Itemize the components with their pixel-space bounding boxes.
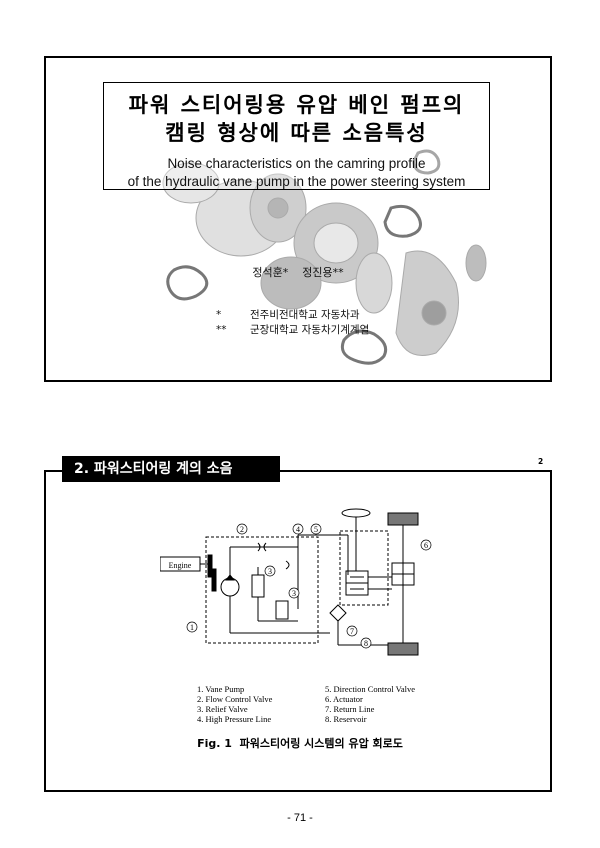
legend-item: 6. Actuator <box>325 694 363 704</box>
legend-item: 2. Flow Control Valve <box>197 694 273 704</box>
korean-title-line-2: 캠링 형상에 따른 소음특성 <box>165 121 428 145</box>
svg-text:6: 6 <box>424 541 428 550</box>
legend-left: 1. Vane Pump 2. Flow Control Valve 3. Re… <box>197 684 272 724</box>
callout-3a: 3 <box>264 565 276 577</box>
svg-text:3: 3 <box>268 567 272 576</box>
callout-6: 6 <box>420 539 432 551</box>
legend-item: 1. Vane Pump <box>197 684 245 694</box>
affiliation-name: 전주비전대학교 자동차과 <box>250 309 360 321</box>
figure-caption: Fig. 1 파워스티어링 시스템의 유압 회로도 <box>197 737 403 750</box>
svg-text:7: 7 <box>350 627 354 636</box>
callout-4: 4 <box>292 523 304 535</box>
legend-item: 4. High Pressure Line <box>197 714 272 724</box>
english-title-line-1: Noise characteristics on the camring pro… <box>167 156 426 171</box>
affiliation-mark: * <box>216 309 222 321</box>
pump-parts-background-image <box>162 149 487 365</box>
legend-item: 8. Reservoir <box>325 714 367 724</box>
affiliation-row: * 전주비전대학교 자동차과 <box>216 308 369 323</box>
svg-text:2: 2 <box>240 525 244 534</box>
callout-1: 1 <box>186 621 198 633</box>
korean-title-line-1: 파워 스티어링용 유압 베인 펌프의 <box>128 93 465 117</box>
engine-label: Engine <box>169 561 192 570</box>
title-box: 파워 스티어링용 유압 베인 펌프의 캠링 형상에 따른 소음특성 Noise … <box>103 82 490 190</box>
callout-5: 5 <box>310 523 322 535</box>
authors: 정석훈* 정진용** <box>252 266 344 279</box>
english-title-line-2: of the hydraulic vane pump in the power … <box>127 174 466 189</box>
svg-text:3: 3 <box>292 589 296 598</box>
affiliation-row: ** 군장대학교 자동차기계계열 <box>216 323 369 338</box>
callout-7: 7 <box>346 625 358 637</box>
legend-item: 5. Direction Control Valve <box>325 684 416 694</box>
section-title: 2. 파워스티어링 계의 소음 <box>62 456 280 482</box>
svg-text:1: 1 <box>190 623 194 632</box>
affiliation-mark: ** <box>216 324 227 336</box>
legend-item: 7. Return Line <box>325 704 375 714</box>
svg-text:8: 8 <box>364 639 368 648</box>
affiliations: * 전주비전대학교 자동차과 ** 군장대학교 자동차기계계열 <box>216 308 369 338</box>
hydraulic-circuit-diagram: Engine 1 2 3 3 4 5 6 7 8 <box>160 508 432 656</box>
callout-8: 8 <box>360 637 372 649</box>
legend-right: 5. Direction Control Valve 6. Actuator 7… <box>325 684 415 724</box>
title-slide: 파워 스티어링용 유압 베인 펌프의 캠링 형상에 따른 소음특성 Noise … <box>44 56 552 382</box>
slide-number: 2 <box>538 457 544 466</box>
affiliation-name: 군장대학교 자동차기계계열 <box>250 324 370 336</box>
svg-text:5: 5 <box>314 525 318 534</box>
callout-3b: 3 <box>288 587 300 599</box>
svg-text:4: 4 <box>296 525 300 534</box>
page-number: - 71 - <box>287 812 313 824</box>
callout-2: 2 <box>236 523 248 535</box>
legend-item: 3. Relief Valve <box>197 704 248 714</box>
